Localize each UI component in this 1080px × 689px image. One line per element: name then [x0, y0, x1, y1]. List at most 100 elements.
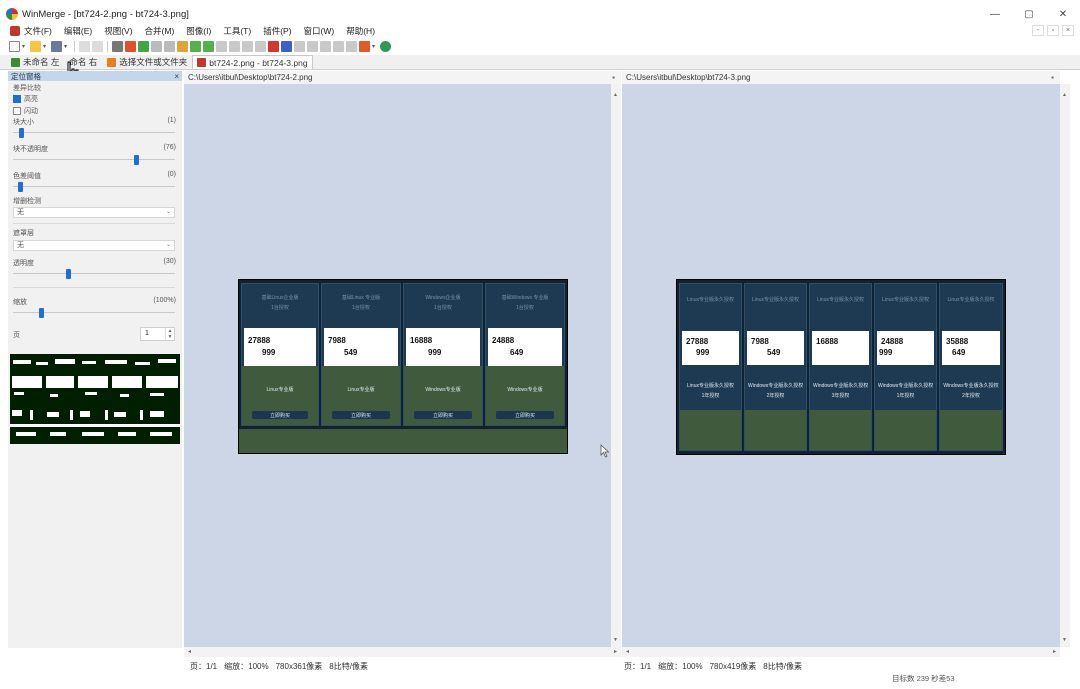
slider-track: [13, 312, 175, 313]
copy-left-icon[interactable]: [190, 41, 201, 52]
right-horizontal-scrollbar[interactable]: ◂▸: [622, 647, 1060, 657]
refresh-icon[interactable]: [380, 41, 391, 52]
nav-prev-icon[interactable]: [320, 41, 331, 52]
chevron-down-icon: ⌄: [165, 209, 171, 215]
maximize-button[interactable]: ▢: [1024, 8, 1034, 20]
print-icon[interactable]: [112, 41, 123, 52]
diff-overview-map[interactable]: [10, 354, 180, 444]
menu-file[interactable]: 文件(F): [24, 26, 52, 36]
menu-plugins[interactable]: 插件(P): [263, 26, 292, 36]
slider-thumb[interactable]: [134, 155, 139, 165]
mdi-restore-button[interactable]: ▫: [1047, 25, 1059, 36]
close-icon[interactable]: ×: [174, 71, 179, 81]
pin-icon[interactable]: ▪: [612, 73, 615, 82]
scroll-right-icon[interactable]: ▸: [613, 649, 617, 655]
last-diff-icon[interactable]: [177, 41, 188, 52]
mdi-close-button[interactable]: ×: [1062, 25, 1074, 36]
new-icon[interactable]: [9, 41, 20, 52]
menu-image[interactable]: 图像(I): [186, 26, 212, 36]
open-dropdown-icon[interactable]: ▾: [43, 44, 47, 50]
menu-merge[interactable]: 合并(M): [144, 26, 175, 36]
zoom-slider[interactable]: [13, 308, 175, 318]
scroll-left-icon[interactable]: ◂: [626, 649, 630, 655]
page-spinner[interactable]: 1▲▼: [140, 327, 175, 341]
arrow-left-icon[interactable]: [216, 41, 227, 52]
nav-first-icon[interactable]: [307, 41, 318, 52]
scroll-right-icon[interactable]: ▸: [1052, 649, 1056, 655]
scroll-down-icon[interactable]: ▼: [1062, 637, 1067, 643]
arrow-right-icon[interactable]: [229, 41, 240, 52]
left-vertical-scrollbar[interactable]: ▲▼: [611, 84, 621, 647]
opacity-slider[interactable]: [13, 155, 175, 165]
tab-image-compare[interactable]: bt724-2.png - bt724-3.png: [192, 55, 313, 69]
prev-diff-icon[interactable]: [138, 41, 149, 52]
block-size-slider[interactable]: [13, 128, 175, 138]
scroll-up-icon[interactable]: ▲: [613, 92, 618, 98]
slider-thumb[interactable]: [66, 269, 71, 279]
close-window-button[interactable]: ✕: [1058, 8, 1068, 20]
highlight-option[interactable]: 高亮: [13, 94, 38, 104]
compare-icon[interactable]: [268, 41, 279, 52]
save-dropdown-icon[interactable]: ▾: [64, 44, 68, 50]
card-bottom-title: Windows专业版永久授权: [813, 383, 868, 389]
slider-thumb[interactable]: [39, 308, 44, 318]
left-horizontal-scrollbar[interactable]: ◂▸: [184, 647, 621, 657]
next-diff-icon[interactable]: [125, 41, 136, 52]
first-diff-icon[interactable]: [151, 41, 162, 52]
diff-section-label: 差异比较: [13, 83, 41, 93]
zoom-text: 缩放: [13, 299, 27, 306]
card-price-secondary: 549: [767, 348, 781, 357]
copy-all-left-icon[interactable]: [242, 41, 253, 52]
right-vertical-scrollbar[interactable]: ▲▼: [1060, 84, 1070, 647]
slider-thumb[interactable]: [18, 182, 23, 192]
tab-unnamed-left[interactable]: 未命名 左: [6, 55, 64, 69]
nav-next-icon[interactable]: [333, 41, 344, 52]
card-price-secondary: 999: [262, 348, 276, 357]
transparency-slider[interactable]: [13, 269, 175, 279]
pin-icon[interactable]: ▪: [1051, 73, 1054, 82]
plugin-icon[interactable]: [359, 41, 370, 52]
layout-icon[interactable]: [294, 41, 305, 52]
right-status-bar: 页：1/1 缩放：100% 780x419像素 8比特/像素: [624, 660, 802, 672]
menu-view[interactable]: 视图(V): [104, 26, 133, 36]
menu-edit[interactable]: 编辑(E): [63, 26, 93, 36]
tab-select-files[interactable]: 选择文件或文件夹: [102, 55, 192, 69]
copy-right-icon[interactable]: [203, 41, 214, 52]
tab-unnamed-right[interactable]: 命名 右: [64, 55, 102, 69]
open-folder-icon[interactable]: [30, 41, 41, 52]
scroll-up-icon[interactable]: ▲: [1062, 92, 1067, 98]
highlight-checkbox[interactable]: [13, 95, 21, 103]
overlay-select[interactable]: 无⌄: [13, 240, 175, 251]
undo-icon[interactable]: [79, 41, 90, 52]
copy-all-right-icon[interactable]: [255, 41, 266, 52]
mdi-minimize-button[interactable]: -: [1032, 25, 1044, 36]
card-price: 24888: [492, 336, 515, 345]
scroll-down-icon[interactable]: ▼: [613, 637, 618, 643]
plugin-dropdown-icon[interactable]: ▾: [372, 44, 376, 50]
menu-tools[interactable]: 工具(T): [223, 26, 252, 36]
new-dropdown-icon[interactable]: ▾: [22, 44, 26, 50]
options-icon[interactable]: [281, 41, 292, 52]
scroll-left-icon[interactable]: ◂: [188, 649, 192, 655]
insertion-detect-select[interactable]: 无⌄: [13, 207, 175, 218]
card-price: 27888: [248, 336, 271, 345]
save-icon[interactable]: [51, 41, 62, 52]
slider-thumb[interactable]: [19, 128, 24, 138]
redo-icon[interactable]: [92, 41, 103, 52]
document-menu-icon[interactable]: [10, 26, 20, 36]
current-diff-icon[interactable]: [164, 41, 175, 52]
blink-checkbox[interactable]: [13, 107, 21, 115]
minimize-button[interactable]: —: [990, 8, 1000, 20]
spinner-arrows-icon[interactable]: ▲▼: [165, 328, 174, 340]
divider: [13, 287, 175, 288]
menu-help[interactable]: 帮助(H): [346, 26, 376, 36]
color-distance-slider[interactable]: [13, 182, 175, 192]
menu-window[interactable]: 窗口(W): [303, 26, 335, 36]
nav-last-icon[interactable]: [346, 41, 357, 52]
blink-option[interactable]: 闪动: [13, 106, 38, 116]
